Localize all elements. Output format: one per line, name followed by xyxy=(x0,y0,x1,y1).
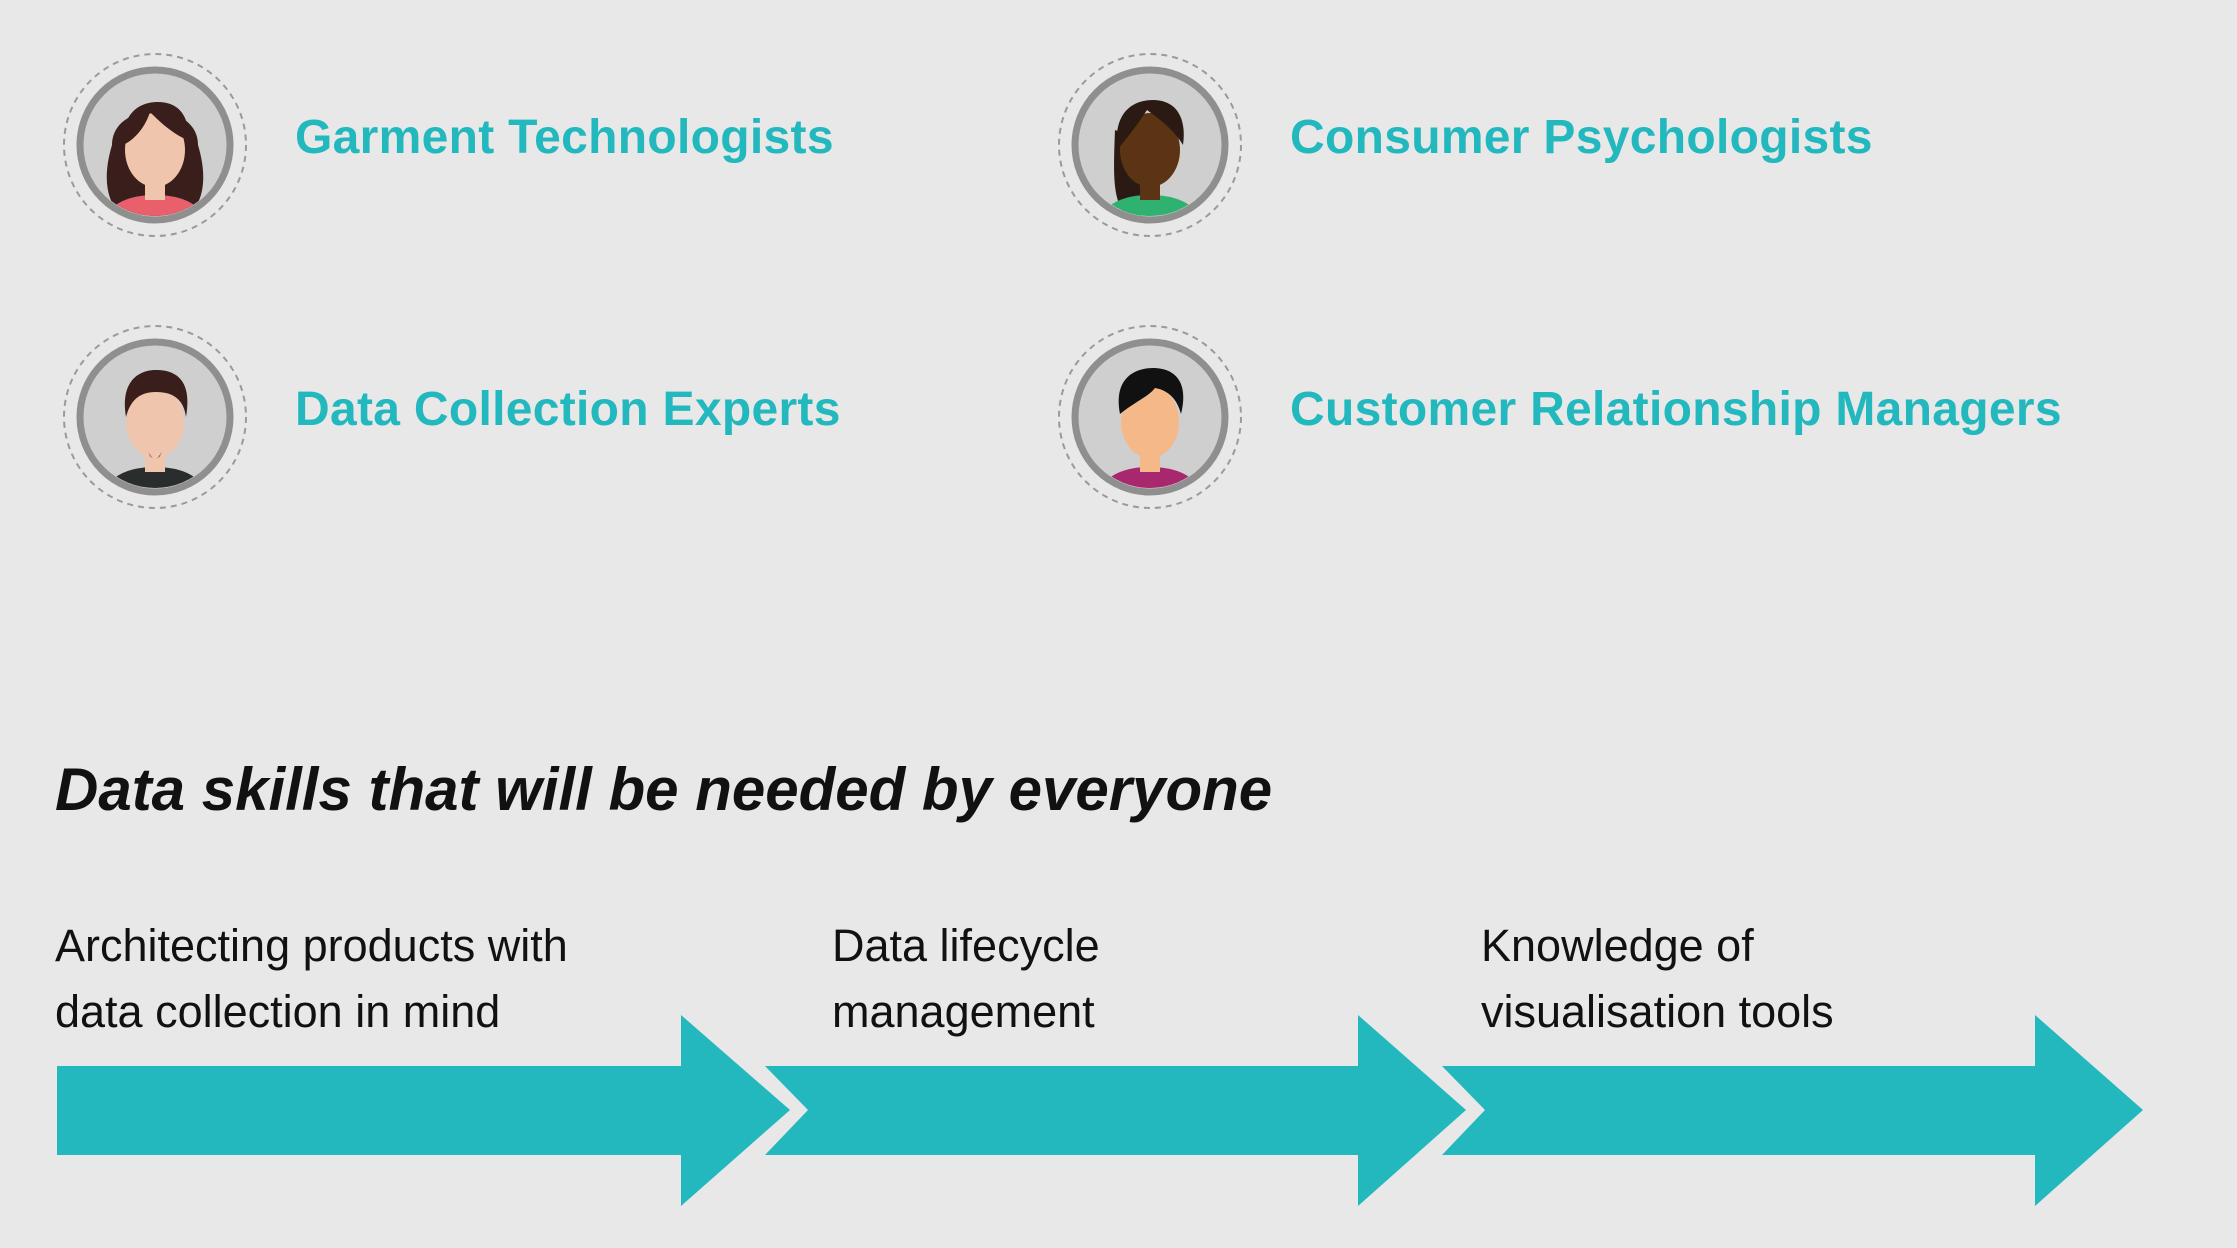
step-label-line: data collection in mind xyxy=(55,986,501,1037)
arrow-step-1 xyxy=(57,1015,790,1206)
step-label-line: visualisation tools xyxy=(1481,986,1834,1037)
role-consumer-psychologists: Consumer Psychologists xyxy=(1055,50,2055,250)
role-customer-relationship-managers: Customer Relationship Managers xyxy=(1055,322,2062,522)
man-avatar-icon xyxy=(1058,325,1242,509)
woman-avatar-icon xyxy=(1058,53,1242,237)
step-label-line: Architecting products with xyxy=(55,920,568,971)
step-label-line: management xyxy=(832,986,1095,1037)
woman-avatar-icon xyxy=(63,53,247,237)
skills-heading: Data skills that will be needed by every… xyxy=(55,756,1273,823)
arrow-step-3 xyxy=(1442,1015,2143,1206)
step-label-visualisation: Knowledge of visualisation tools xyxy=(1481,913,2181,1045)
role-label-data-collection-experts: Data Collection Experts xyxy=(295,383,841,436)
role-label-customer-relationship-managers: Customer Relationship Managers xyxy=(1290,383,2062,436)
step-label-lifecycle: Data lifecycle management xyxy=(832,913,1532,1045)
role-label-garment-technologists: Garment Technologists xyxy=(295,111,834,164)
man-avatar-icon xyxy=(63,325,247,509)
role-label-consumer-psychologists: Consumer Psychologists xyxy=(1290,111,1873,164)
step-label-line: Knowledge of xyxy=(1481,920,1754,971)
step-label-architecting: Architecting products with data collecti… xyxy=(55,913,755,1045)
arrow-step-2 xyxy=(765,1015,1466,1206)
role-garment-technologists: Garment Technologists xyxy=(60,50,1060,250)
role-data-collection-experts: Data Collection Experts xyxy=(60,322,1060,522)
step-label-line: Data lifecycle xyxy=(832,920,1100,971)
